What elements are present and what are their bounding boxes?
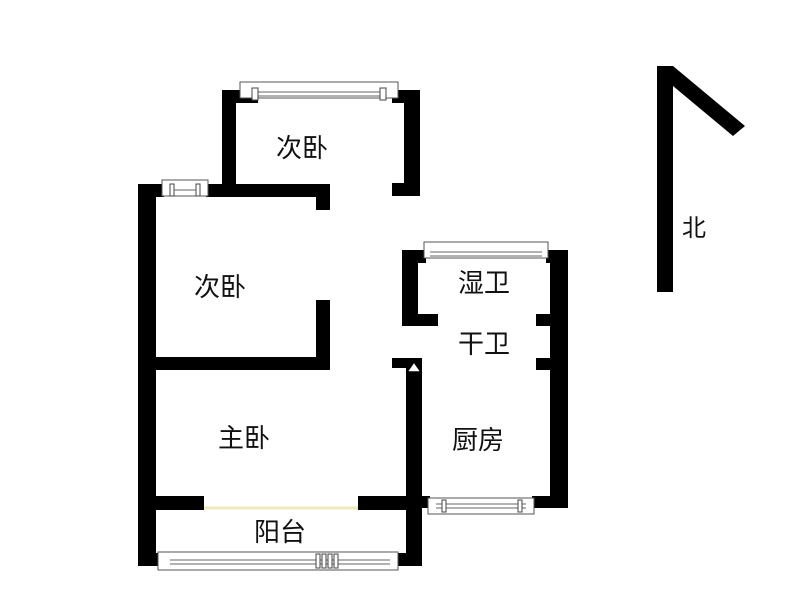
window-balcony [157,551,399,571]
wall-left-top-a [138,184,164,197]
room-label-dry-bathroom: 干卫 [458,330,510,360]
wall-top-bedroom-bottom-right-stub [392,183,420,196]
room-label-master-bedroom: 主卧 [218,424,270,454]
wall-right-outer [550,250,568,508]
wall-dry-bottom-right [536,358,568,370]
wall-left-outer [138,184,156,566]
wall-central-vertical [406,368,422,566]
wall-wet-bottom-left [402,314,438,326]
north-arrow-icon [657,66,745,292]
window-kitchen [427,497,535,515]
wall-wet-bottom-right [536,314,568,326]
window-left-bedroom [161,179,209,197]
room-labels: 次卧 次卧 主卧 阳台 湿卫 干卫 厨房 [194,134,510,548]
north-compass: 北 [657,66,745,292]
wall-between-bedrooms-stub [316,184,330,210]
room-label-balcony: 阳台 [254,518,306,548]
wall-bath-left [402,250,418,326]
wall-left-bedroom-bottom [156,357,330,370]
walls [138,90,568,566]
entrance-arrow-icon [405,360,423,373]
wall-left-bedroom-right-stub [316,300,330,370]
wall-kitchen-bottom-left [406,496,430,508]
wall-balcony-bottom-left [138,553,158,566]
wall-top-bedroom-right [404,90,420,196]
wall-kitchen-bottom-right [532,496,568,508]
window-top-bedroom [239,81,399,101]
wall-balcony-bottom-right [398,553,422,566]
room-label-secondary-bedroom-left: 次卧 [194,273,246,303]
wall-bath-top-left [402,250,426,263]
room-label-wet-bathroom: 湿卫 [458,269,510,299]
wall-central-stub [392,358,422,368]
wall-master-bottom-left [156,496,204,510]
windows [157,81,549,571]
window-bathroom [423,241,549,259]
wall-top-bedroom-left [222,90,236,196]
room-label-kitchen: 厨房 [452,426,504,456]
north-label: 北 [682,214,706,242]
room-label-secondary-bedroom-top: 次卧 [276,134,328,164]
wall-between-bedrooms [222,184,330,197]
